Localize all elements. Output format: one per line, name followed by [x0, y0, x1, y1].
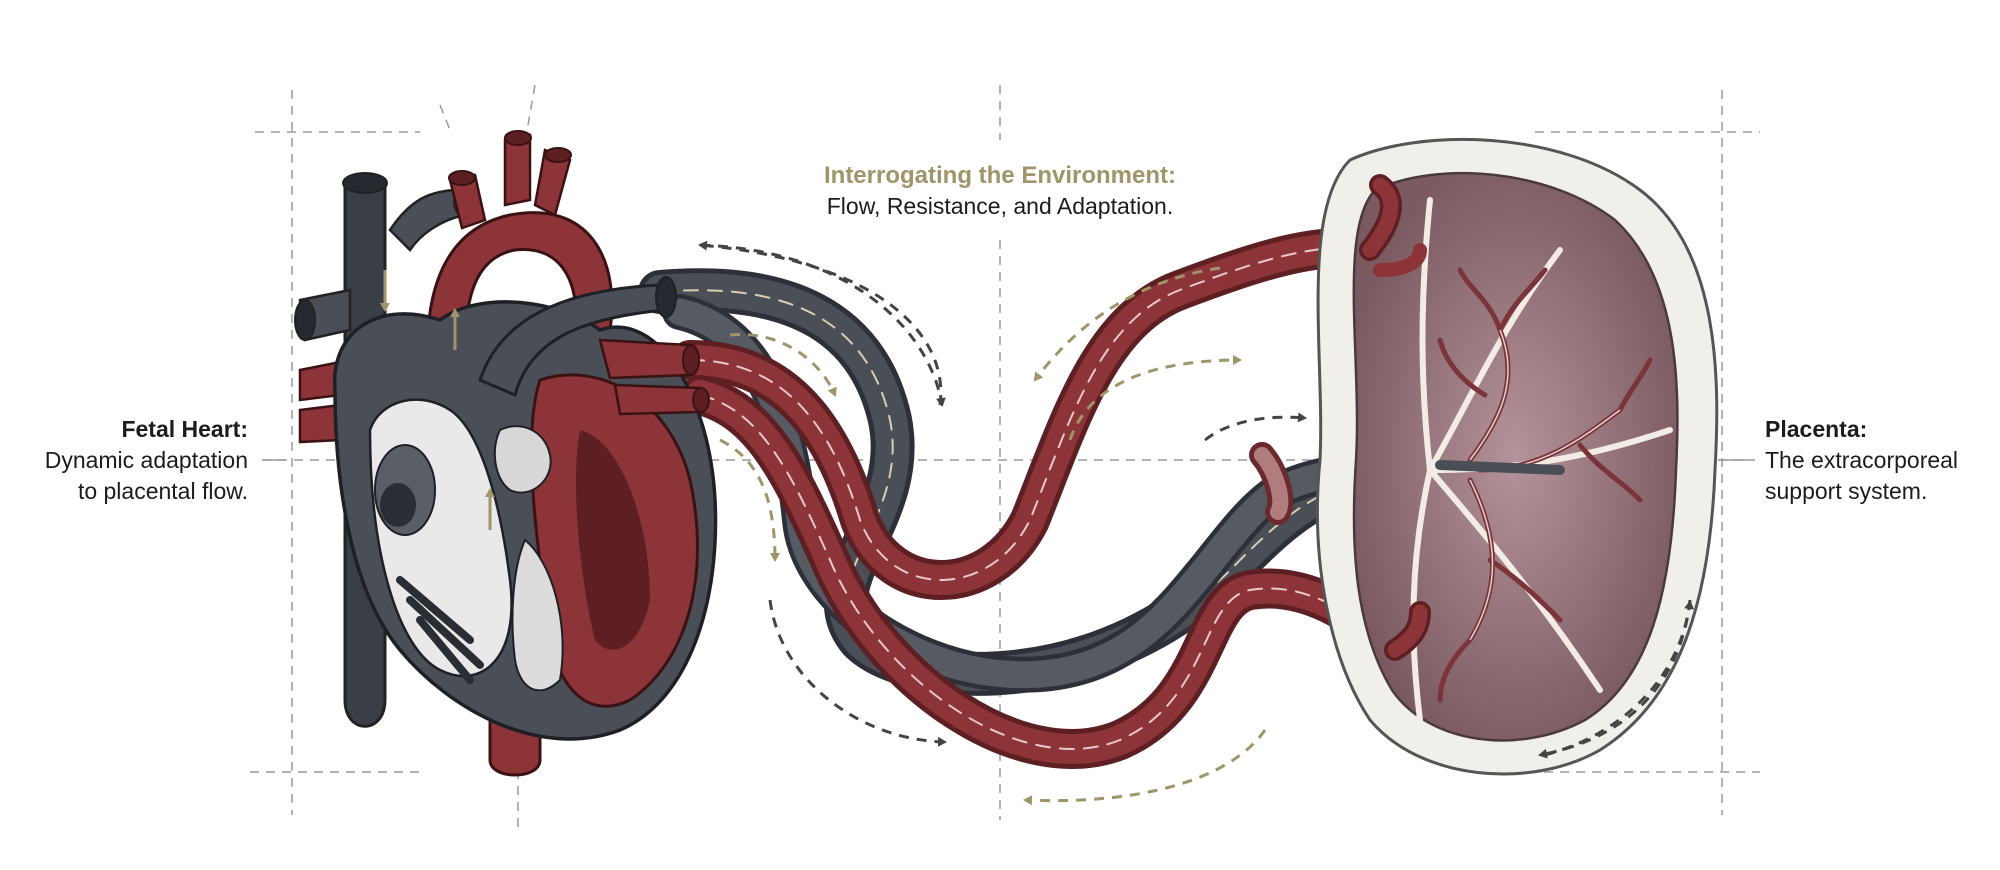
placenta-label: Placenta: The extracorporeal support sys…: [1765, 414, 1990, 507]
placenta-icon: [1315, 138, 1719, 776]
umbilical-cord-icon: [638, 227, 1492, 769]
fetal-heart-icon: [294, 130, 718, 777]
diagram-title: Interrogating the Environment: Flow, Res…: [0, 160, 2000, 222]
fetal-heart-heading: Fetal Heart:: [121, 416, 248, 442]
fetal-heart-label: Fetal Heart: Dynamic adaptation to place…: [0, 414, 248, 507]
fetal-heart-line2: to placental flow.: [77, 478, 248, 504]
fetal-heart-line1: Dynamic adaptation: [44, 447, 248, 473]
placenta-line2: support system.: [1765, 478, 1928, 504]
title-heading: Interrogating the Environment:: [823, 162, 1176, 189]
title-subtitle: Flow, Resistance, and Adaptation.: [826, 193, 1174, 219]
flow-arrow-icon: [698, 240, 1695, 806]
placenta-line1: The extracorporeal: [1765, 447, 1959, 473]
placenta-heading: Placenta:: [1765, 416, 1868, 442]
